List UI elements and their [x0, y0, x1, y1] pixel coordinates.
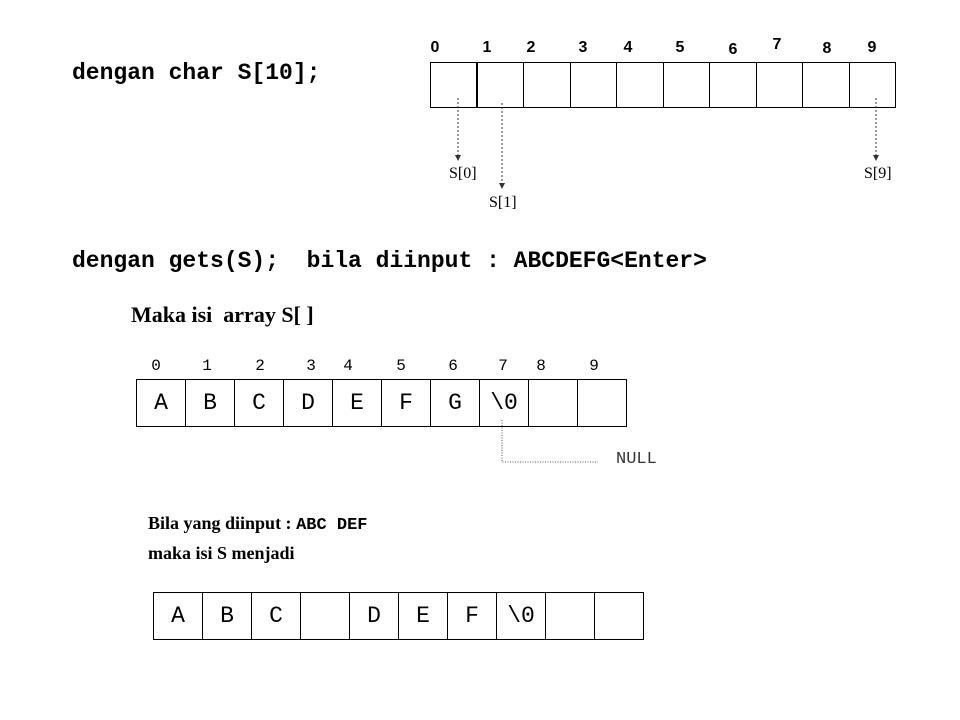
array-cell [803, 62, 850, 108]
pointer-label-s9: S[9] [864, 165, 892, 182]
input-prefix: Bila yang diinput : [148, 513, 297, 533]
index-label: 3 [578, 39, 588, 56]
array-cell [578, 379, 627, 427]
array-cell [301, 592, 350, 640]
array-cell: D [284, 379, 333, 427]
input-value: ABC DEF [296, 516, 368, 535]
array-cell [850, 62, 896, 108]
array-cell: E [399, 592, 448, 640]
index-label: 4 [343, 357, 353, 375]
result-subheading: Maka isi array S[ ] [131, 302, 314, 327]
pointer-label-s1: S[1] [489, 194, 517, 211]
index-label: 6 [448, 357, 458, 375]
index-label: 4 [623, 39, 633, 56]
array-cell: D [350, 592, 399, 640]
gets-heading: dengan gets(S); bila diinput : ABCDEFG<E… [72, 248, 707, 274]
index-label: 0 [151, 357, 161, 375]
declaration-heading: dengan char S[10]; [72, 60, 321, 86]
index-label: 5 [675, 39, 685, 56]
array-index-row: 0 1 2 3 4 5 6 7 8 9 [0, 36, 960, 59]
array-cell: \0 [480, 379, 529, 427]
index-label: 0 [430, 39, 440, 56]
array-cell: B [203, 592, 252, 640]
array-cell: A [137, 379, 186, 427]
index-label: 1 [202, 357, 212, 375]
array-cell: C [252, 592, 301, 640]
array-cell [664, 62, 710, 108]
second-array-cells: A B C D E F \0 [153, 592, 644, 640]
null-label: NULL [616, 450, 657, 469]
empty-array-cells [430, 62, 896, 108]
index-label: 9 [589, 357, 599, 375]
index-label: 2 [526, 39, 536, 56]
array-cell [595, 592, 644, 640]
filled-array-index-row: 0 1 2 3 4 5 6 7 8 9 [0, 357, 960, 377]
index-label: 3 [306, 357, 316, 375]
index-label: 8 [536, 357, 546, 375]
second-input-line: Bila yang diinput : ABC DEF [148, 513, 367, 535]
result-description: maka isi S menjadi [148, 543, 295, 563]
array-cell: C [235, 379, 284, 427]
array-cell: E [333, 379, 382, 427]
index-label: 1 [482, 39, 492, 56]
array-cell: \0 [497, 592, 546, 640]
pointer-label-s0: S[0] [449, 165, 477, 182]
array-cell: G [431, 379, 480, 427]
index-label: 8 [822, 40, 832, 57]
array-cell [710, 62, 757, 108]
array-cell [524, 62, 571, 108]
index-label: 2 [255, 357, 265, 375]
null-connector [501, 420, 598, 463]
array-cell [617, 62, 664, 108]
filled-array-cells: A B C D E F G \0 [136, 379, 627, 427]
array-cell [478, 62, 524, 108]
array-cell: F [448, 592, 497, 640]
index-label: 6 [728, 41, 738, 58]
array-cell [431, 62, 478, 108]
array-cell [571, 62, 617, 108]
index-label: 7 [498, 357, 508, 375]
index-label: 9 [867, 39, 877, 56]
array-cell: A [154, 592, 203, 640]
array-cell [757, 62, 803, 108]
array-cell [529, 379, 578, 427]
array-cell [546, 592, 595, 640]
index-label: 7 [772, 36, 782, 53]
array-cell: F [382, 379, 431, 427]
index-label: 5 [396, 357, 406, 375]
array-cell: B [186, 379, 235, 427]
